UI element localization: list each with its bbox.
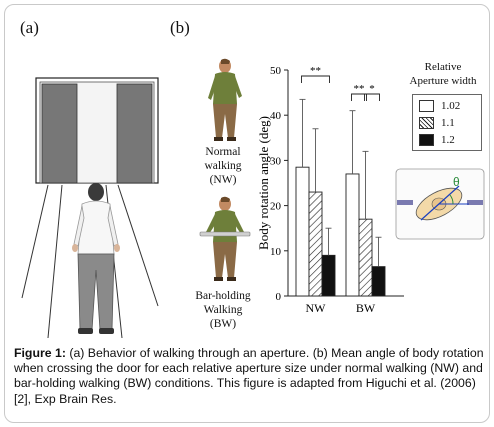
inset-angle-symbol: θ: [453, 175, 460, 189]
nw-label-line2: walking: [204, 160, 242, 172]
walker-figure: [72, 183, 120, 334]
legend-entry-1.02: 1.02: [419, 99, 481, 113]
legend-title: Relative Aperture width: [398, 60, 488, 88]
significance-bracket: [351, 93, 367, 101]
bw-label-line3: (BW): [209, 318, 237, 330]
left-door-panel: [41, 83, 78, 184]
significance-bracket: [301, 75, 330, 83]
figure-caption: Figure 1: (a) Behavior of walking throug…: [14, 346, 484, 407]
legend-swatch-hatched: [419, 117, 434, 129]
legend-swatch-white: [419, 100, 434, 112]
x-category-label: BW: [356, 301, 376, 315]
x-category-label: NW: [306, 301, 327, 315]
caption-text: (a) Behavior of walking through an apert…: [14, 346, 484, 406]
y-tick-label: 0: [276, 291, 282, 303]
bar: [295, 166, 310, 297]
significance-label: **: [310, 65, 321, 77]
legend-title-line1: Relative: [424, 61, 462, 73]
bw-condition-label: Bar-holding Walking (BW): [188, 289, 258, 331]
bar: [321, 254, 336, 297]
inset-door-right: [467, 200, 483, 205]
bar: [358, 218, 373, 297]
bar: [308, 191, 323, 297]
bw-label-line2: Walking: [203, 304, 243, 316]
normal-walking-figure: [208, 58, 242, 141]
legend-entry-1.2: 1.2: [419, 133, 481, 147]
nw-condition-label: Normal walking (NW): [188, 145, 258, 187]
bar: [345, 173, 360, 297]
y-tick-label: 50: [270, 65, 282, 77]
legend-label: 1.02: [441, 100, 461, 112]
bw-label-line1: Bar-holding: [195, 290, 251, 302]
y-tick-label: 10: [270, 246, 282, 258]
bar-holding-walking-figure: [199, 196, 251, 281]
rotation-angle-inset: θ: [395, 168, 485, 240]
panel-label-b: (b): [170, 18, 190, 37]
legend-box: 1.02 1.1 1.2: [412, 94, 482, 151]
nw-label-line3: (NW): [209, 174, 237, 186]
y-axis-label: Body rotation angle (deg): [256, 116, 271, 250]
y-tick-label: 40: [270, 110, 282, 122]
panel-label-a: (a): [20, 18, 39, 37]
legend-entry-1.1: 1.1: [419, 116, 481, 130]
legend-label: 1.1: [441, 117, 455, 129]
inset-door-left: [397, 200, 413, 205]
legend-title-line2: Aperture width: [409, 75, 477, 87]
caption-label: Figure 1:: [14, 346, 66, 360]
legend-label: 1.2: [441, 134, 455, 146]
significance-label: *: [369, 83, 375, 95]
y-tick-label: 30: [270, 155, 282, 167]
nw-label-line1: Normal: [205, 146, 241, 158]
y-tick-label: 20: [270, 201, 282, 213]
right-door-panel: [116, 83, 153, 184]
significance-label: **: [354, 83, 365, 95]
chart-legend: Relative Aperture width 1.02 1.1 1.2: [404, 60, 482, 151]
significance-bracket: [364, 93, 380, 101]
bar: [371, 266, 386, 297]
aperture-walking-illustration: [21, 77, 159, 338]
legend-swatch-black: [419, 134, 434, 146]
